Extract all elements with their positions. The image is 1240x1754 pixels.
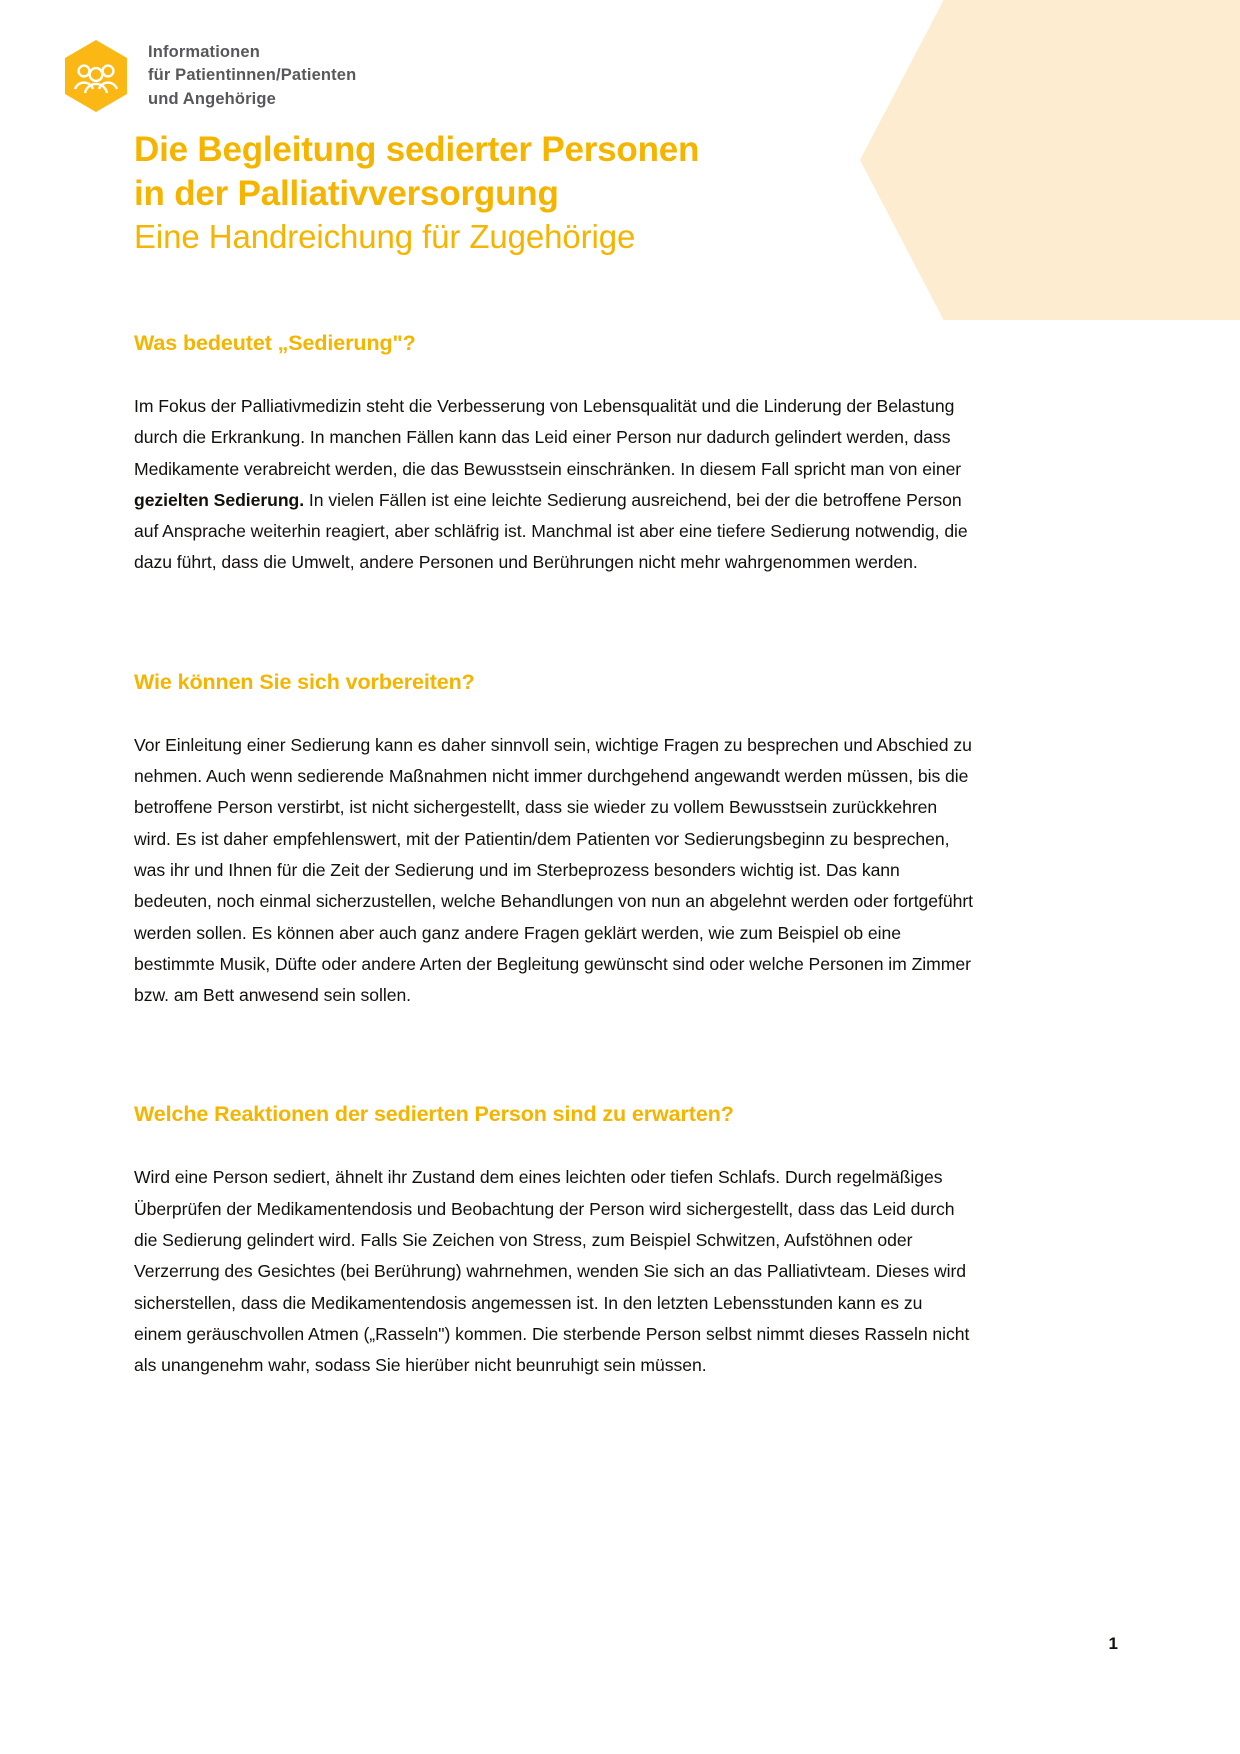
section-sedierung: Was bedeutet „Sedierung"? Im Fokus der P… <box>134 330 974 579</box>
logo-line-3: und Angehörige <box>148 89 276 108</box>
title-subtitle: Eine Handreichung für Zugehörige <box>134 218 636 256</box>
section-heading-2: Wie können Sie sich vorbereiten? <box>134 669 475 694</box>
section-heading-3: Welche Reaktionen der sedierten Person s… <box>134 1102 734 1127</box>
paragraph-1-emphasis: gezielten Sedierung. <box>134 489 305 510</box>
section-spacer-1 <box>134 625 974 669</box>
title-line-1: Die Begleitung sedierter Personen <box>134 130 700 169</box>
decorative-corner-shape <box>860 0 1240 320</box>
logo-block: Informationen für Patientinnen/Patienten… <box>62 38 356 114</box>
section-paragraph-1: Im Fokus der Palliativmedizin steht die … <box>134 391 974 579</box>
document-body: Was bedeutet „Sedierung"? Im Fokus der P… <box>134 330 974 1382</box>
logo-text: Informationen für Patientinnen/Patienten… <box>148 41 356 111</box>
paragraph-1-pre: Im Fokus der Palliativmedizin steht die … <box>134 395 962 479</box>
section-paragraph-2: Vor Einleitung einer Sedierung kann es d… <box>134 734 973 1006</box>
section-paragraph-3: Wird eine Person sediert, ähnelt ihr Zus… <box>134 1167 970 1376</box>
section-spacer-2 <box>134 1057 974 1101</box>
people-group-hexagon-icon <box>62 38 130 114</box>
section-heading-1: Was bedeutet „Sedierung"? <box>134 331 416 355</box>
logo-line-2: für Patientinnen/Patienten <box>148 66 357 85</box>
logo-line-1: Informationen <box>148 42 260 61</box>
section-vorbereiten: Wie können Sie sich vorbereiten? Vor Ein… <box>134 669 974 1012</box>
paragraph-1-post: In vielen Fällen ist eine leichte Sedier… <box>134 489 968 573</box>
page-title: Die Begleitung sedierter Personen in der… <box>134 128 699 259</box>
section-reaktionen: Welche Reaktionen der sedierten Person s… <box>134 1101 974 1381</box>
title-line-2: in der Palliativversorgung <box>134 174 559 214</box>
page-number: 1 <box>1108 1634 1118 1653</box>
